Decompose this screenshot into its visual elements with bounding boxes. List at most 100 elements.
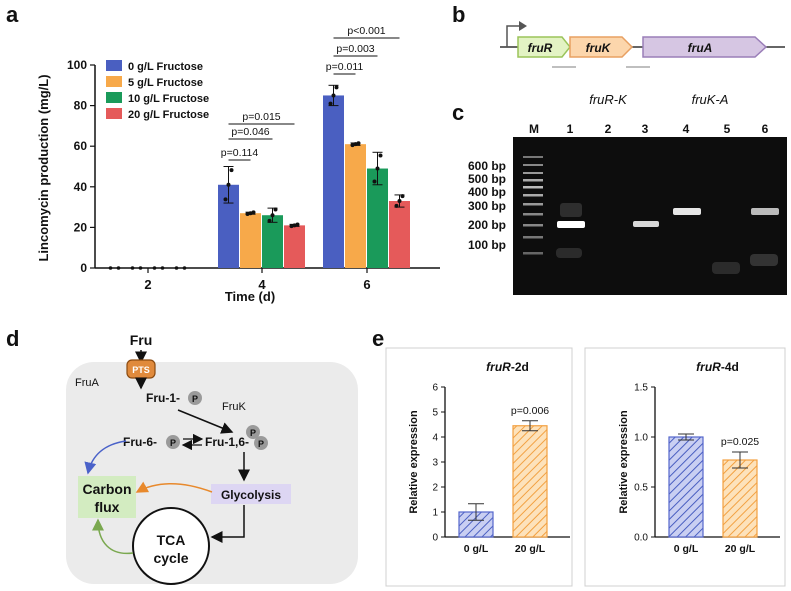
chart-a-ytick-label: 0 [80,261,87,275]
chart-a-datapoint [394,203,399,208]
gel-image [513,137,787,295]
chart-e-xtick-label: 20 g/L [725,543,756,555]
chart-a-bars [108,84,410,270]
chart-a-bar [345,144,366,268]
ladder-600: 600 bp [468,159,506,173]
gel-lane-6: 6 [762,122,769,136]
chart-a-legend: 0 g/L Fructose 5 g/L Fructose 10 g/L Fruct… [106,60,209,121]
ladder-400: 400 bp [468,185,506,199]
chart-e-ytick-label: 0 [432,533,438,544]
ladder-300: 300 bp [468,199,506,213]
chart-e-pvalue: p=0.006 [511,405,549,417]
gel-lane-4: 4 [683,122,690,136]
promoter-arrow-head [519,21,527,31]
gene-fruA-label: fruA [688,41,713,55]
chart-a-datapoint [328,101,333,106]
chart-a-datapoint [174,266,179,270]
chart-a-xtick-label: 4 [258,277,266,292]
chart-a-bar [218,184,239,268]
chart-a-datapoint [331,93,336,98]
panel-label-e: e [372,326,384,351]
chart-a-legend-swatch [106,60,122,71]
chart-a-bar [262,215,283,268]
chart-e-ytick-label: 5 [432,408,438,419]
gel-lane-1: 1 [567,122,574,136]
chart-e-xtick-label: 0 g/L [674,543,699,555]
fru16p-label: Fru-1,6- [205,435,249,449]
panel-label-d: d [6,326,19,351]
gene-fruK-box [569,36,634,58]
chart-e-xtick-label: 20 g/L [515,543,546,555]
chart-a-datapoint [226,182,231,187]
pathway-diagram: Fru PTS FruA Fru-1- P FruK Fru-6- P Fru-… [66,332,358,585]
chart-e-ylabel: Relative expression [408,410,420,514]
chart-e-pvalue: p=0.025 [721,436,759,448]
chart-a-legend-label: 5 g/L Fructose [128,77,203,89]
gel-primer-lane1 [556,248,582,258]
chart-a-datapoint [182,266,187,270]
chart-a-datapoint [295,222,300,227]
phosphate-fru1p [188,391,202,405]
chart-a-pvalues: p=0.114p=0.046p=0.015p=0.011p=0.003p<0.0… [221,25,400,161]
chart-a-pvalue-label: p<0.001 [347,25,385,37]
chart-e-title: fruR-4d [696,360,739,374]
gene-fruR-box [517,36,571,58]
chart-a-datapoint [138,266,143,270]
gene-fruA-box [642,36,768,58]
gel-panel: fruR-K fruK-A M 1 2 3 4 5 6 600 bp 500 b… [468,92,787,295]
chart-a-legend-swatch [106,92,122,103]
panel-label-b: b [452,2,465,27]
chart-a-legend-swatch [106,76,122,87]
promoter-arrow [506,25,522,47]
chart-e-ytick-label: 1 [432,508,438,519]
chart-a-ytick-label: 20 [74,220,88,234]
chart-a-datapoint [248,211,253,216]
chart-a-datapoint [116,266,121,270]
chart-a-datapoint [372,179,377,184]
chart-a-datapoint [334,85,339,90]
chart-a-datapoint [270,213,275,218]
gel-smear-lane1 [560,203,582,217]
phosphate-fru16p-b [254,436,268,450]
phosphate-fru16p-a-label: P [250,428,256,438]
chart-a-pvalue-label: p=0.003 [336,43,374,55]
gel-band-lane1 [557,221,585,228]
phosphate-fru16p-a [246,425,260,439]
gel-lane-2: 2 [605,122,612,136]
gel-lane-5: 5 [724,122,731,136]
glycolysis-label: Glycolysis [221,488,281,502]
fruK-label: FruK [222,401,247,413]
chart-e-bar [722,459,758,538]
chart-a-ylabel: Lincomycin production (mg/L) [36,74,51,261]
gel-group-fruR-K: fruR-K [589,92,628,107]
tca-cycle-circle [132,507,210,585]
chart-a-xlabel: Time (d) [225,289,275,304]
glycolysis-box [211,484,291,504]
chart-e-ylabel: Relative expression [618,410,630,514]
chart-a-datapoint [245,212,250,217]
chart-a-datapoint [229,168,234,173]
chart-e-ytick-label: 4 [432,433,438,444]
chart-a-pvalue-label: p=0.046 [231,126,269,138]
chart-a-bar-chart: Lincomycin production (mg/L) Time (d) 0 2… [36,25,440,304]
chart-a-legend-label: 10 g/L Fructose [128,93,209,105]
ladder-200: 200 bp [468,218,506,232]
tca-label-1: TCA [157,532,186,548]
gel-band-lane3 [633,221,659,227]
chart-a-bar [367,168,388,268]
chart-a-legend-swatch [106,108,122,119]
chart-e-ytick-label: 6 [432,383,438,394]
fru6p-label: Fru-6- [123,435,157,449]
gel-group-fruK-A: fruK-A [692,92,729,107]
fru1p-label: Fru-1- [146,391,180,405]
chart-a-datapoint [356,141,361,146]
ladder-500: 500 bp [468,172,506,186]
carbon-flux-label-2: flux [95,499,120,515]
chart-e-ytick-label: 2 [432,483,438,494]
gel-primer-lane5 [712,262,740,274]
chart-a-legend-label: 0 g/L Fructose [128,61,203,73]
chart-e-ytick-label: 1.5 [634,383,648,394]
